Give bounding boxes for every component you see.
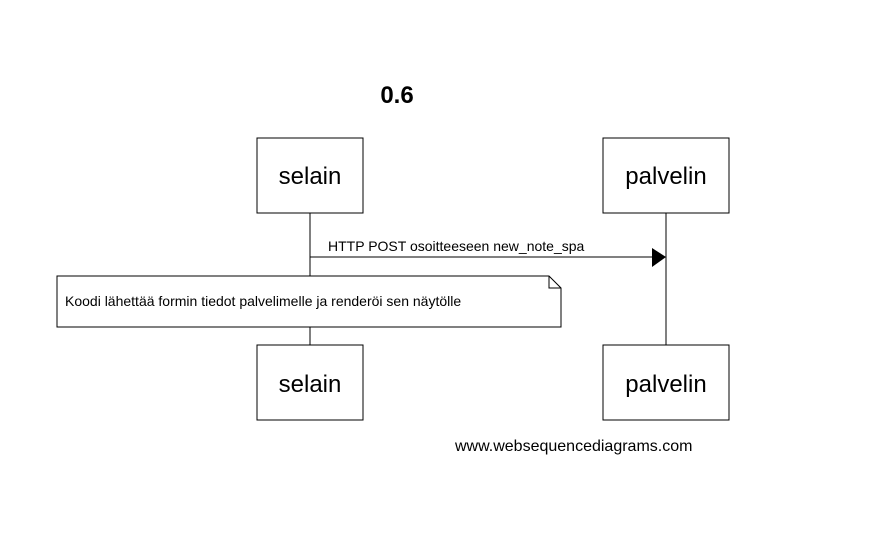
participant-palvelin-top: palvelin [602, 137, 730, 214]
participant-selain-top-label: selain [279, 163, 342, 190]
participant-selain-top: selain [256, 137, 364, 214]
participant-palvelin-bottom: palvelin [602, 344, 730, 421]
message-label: HTTP POST osoitteeseen new_note_spa [328, 238, 585, 254]
arrowhead-filled [652, 248, 666, 267]
participant-selain-bottom: selain [256, 344, 364, 421]
participant-palvelin-top-label: palvelin [625, 163, 706, 190]
participant-selain-bottom-label: selain [279, 371, 342, 398]
diagram-title: 0.6 [380, 82, 413, 109]
note-text: Koodi lähettää formin tiedot palvelimell… [65, 293, 461, 309]
note-selain: Koodi lähettää formin tiedot palvelimell… [56, 275, 562, 328]
websequencediagrams-link[interactable]: www.websequencediagrams.com [454, 438, 692, 455]
message-http-post: HTTP POST osoitteeseen new_note_spa [310, 238, 666, 267]
note-folded-corner [548, 276, 561, 289]
participant-palvelin-bottom-label: palvelin [625, 371, 706, 398]
